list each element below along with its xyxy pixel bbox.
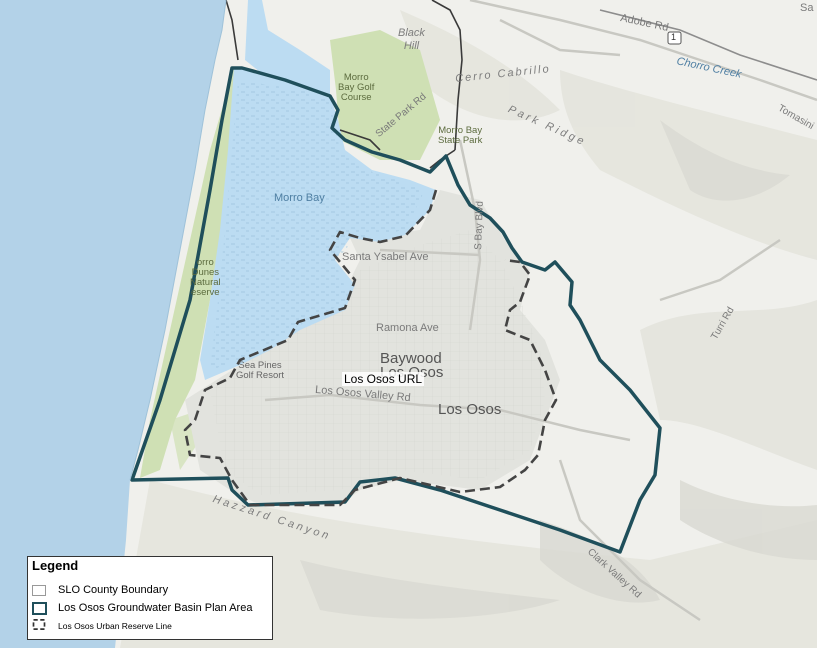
marsh-pattern [210,80,425,370]
label-morro-bay-golf-course: Morro Bay Golf Course [338,72,375,103]
label-baywood: Baywood [380,350,442,367]
label-morro-bay: Morro Bay [274,192,325,204]
legend-item-label: SLO County Boundary [58,584,169,596]
label-morro-bay-state-park: Morro Bay State Park [438,125,483,146]
label-top-right-partial: Sa [800,2,814,14]
hillshade-dark [300,120,817,619]
major-roads [599,9,817,81]
label-morro-dunes: orro Dunes Natural eserve [190,257,221,298]
shoreline [129,0,227,481]
label-santa-ysabel-ave: Santa Ysabel Ave [342,251,429,263]
legend-item-label: Los Osos Groundwater Basin Plan Area [58,602,253,614]
basin-plan-area-boundary [130,66,662,554]
label-s-bay-blvd: S Bay Blvd [473,200,486,251]
label-sea-pines-golf-resort: Sea Pines Golf Resort [236,360,285,381]
label-los-osos-url: Los Osos URL [342,372,425,386]
urban-reserve-line-symbol [32,619,46,630]
label-los-osos: Los Osos [438,401,502,418]
street-grid [210,230,545,495]
pacific-ocean [0,0,226,648]
urban-reserve-line [183,189,558,507]
county-boundary-symbol [32,585,46,596]
label-route-1: 1 [671,32,677,42]
map-legend: Legend SLO County Boundary Los Osos Grou… [27,556,273,640]
bay-estuary-north [245,0,330,95]
legend-title: Legend [32,558,79,573]
label-ramona-ave: Ramona Ave [376,322,439,334]
legend-item-label: Los Osos Urban Reserve Line [58,621,172,631]
label-black-hill: Black Hill [398,27,425,52]
basin-plan-area-symbol [32,602,47,615]
route-1-shield [667,31,682,45]
